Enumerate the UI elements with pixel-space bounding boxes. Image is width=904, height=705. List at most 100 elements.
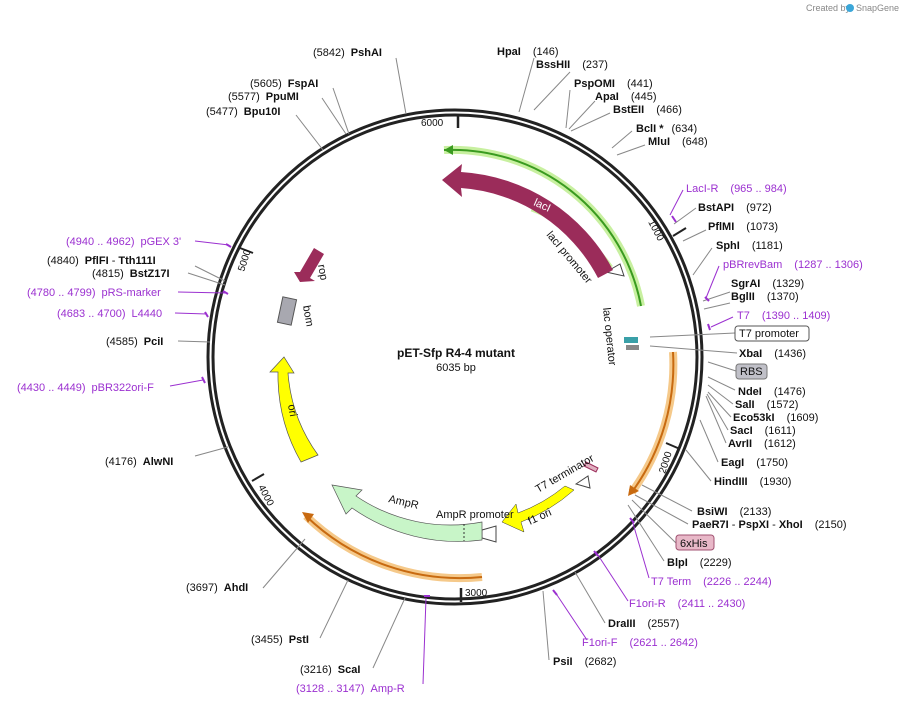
plasmid-size: 6035 bp	[436, 362, 476, 374]
leader-psti	[319, 579, 349, 639]
site-f1ori-f: F1ori-F(2621 .. 2642)	[582, 637, 698, 649]
primer-tick-l4440	[204, 311, 209, 318]
primer-tick-t7	[707, 323, 711, 331]
primer-tick-pbr322	[201, 376, 206, 384]
site-ampr-primer: (3128 .. 3147)Amp-R	[296, 683, 405, 695]
site-sali: SalI(1572)	[735, 399, 798, 411]
leader-draiii	[574, 571, 606, 624]
leader-his	[631, 499, 677, 544]
leader-pflmi	[682, 229, 707, 242]
leader-hpa	[518, 57, 535, 113]
t7-terminator-arrow-icon	[574, 475, 591, 489]
lac-operator-mark	[624, 337, 638, 343]
primer-tick-prs	[222, 290, 229, 295]
primer-tick-t7term	[629, 517, 635, 524]
leader-sphi	[692, 247, 713, 276]
tick-1000	[672, 227, 687, 237]
laci-promoter-arc	[443, 148, 642, 307]
rop-label: rop	[315, 263, 330, 281]
leader-psha	[395, 57, 407, 115]
site-blpi: BlpI(2229)	[667, 557, 732, 569]
leader-paer7i	[634, 494, 689, 525]
leader-eco53ki	[707, 391, 732, 418]
site-laci-r: LacI-R(965 .. 984)	[686, 183, 787, 195]
leader-pbr322	[169, 379, 204, 387]
site-apai: ApaI(445)	[595, 91, 657, 103]
site-scai: (3216)ScaI	[300, 664, 360, 676]
primer-tick-laci-r	[671, 215, 677, 223]
leader-t7promoter	[649, 332, 736, 338]
site-psha: (5842)PshAI	[313, 47, 382, 59]
orange-region-left-arrowhead	[302, 512, 314, 523]
site-bstapi: BstAPI(972)	[698, 202, 772, 214]
lac-operator-mark-2	[626, 345, 639, 350]
leader-psii	[542, 590, 550, 661]
leader-f1ori-r	[595, 551, 629, 602]
rop-arrow	[294, 248, 324, 282]
t7-promoter-box-label: T7 promoter	[739, 328, 799, 340]
tick-2000	[665, 442, 681, 450]
ampr-promoter-label: AmpR promoter	[436, 509, 514, 521]
site-draiii: DraIII(2557)	[608, 618, 679, 630]
site-pflmi: PflMI(1073)	[708, 221, 778, 233]
site-pcii: (4585)PciI	[106, 336, 163, 348]
site-ppumi: (5577)PpuMI	[228, 91, 299, 103]
primer-tick-f1ori-r	[593, 550, 599, 557]
leader-ahdi	[262, 538, 306, 589]
laci-promoter-arrow-icon	[604, 263, 625, 277]
rbs-box	[735, 363, 768, 380]
leader-l4440	[174, 312, 208, 315]
site-bsteii: BstEII(466)	[613, 104, 682, 116]
orange-region-left-arc	[305, 515, 483, 580]
his-box-label: 6xHis	[680, 538, 708, 550]
ampr-label: AmpR	[387, 493, 420, 512]
leader-pspomi	[565, 89, 571, 129]
created-by-text: Created by	[806, 3, 851, 13]
site-pbr322: (4430 .. 4449)pBR322ori-F	[17, 382, 154, 394]
site-saci: SacI(1611)	[730, 425, 796, 437]
bom-label: bom	[300, 304, 316, 327]
leader-xbai	[649, 345, 738, 354]
site-f1ori-r: F1ori-R(2411 .. 2430)	[629, 598, 745, 610]
primer-tick-f1ori-f	[552, 589, 558, 596]
leader-fspai	[332, 87, 350, 135]
backbone-inner	[211, 113, 699, 601]
ampr-promoter-arrow-icon	[481, 525, 497, 543]
site-fspai: (5605)FspAI	[250, 78, 318, 90]
site-psti: (3455)PstI	[251, 634, 309, 646]
leader-blpi	[627, 504, 665, 562]
leader-scai	[372, 597, 406, 669]
leader-rbs	[707, 361, 737, 372]
ori-arrow	[269, 356, 319, 463]
lac-operator-label: lac operator	[600, 307, 618, 366]
site-prs: (4780 .. 4799)pRS-marker	[27, 287, 161, 299]
f1-ori-arrow	[501, 485, 575, 533]
primer-leader-lines	[169, 189, 734, 685]
tick-label-5000: 5000	[236, 248, 253, 273]
site-paer7i: PaeR7I - PspXI - XhoI(2150)	[692, 519, 846, 531]
leader-t7	[710, 316, 734, 328]
leader-bsteii	[570, 112, 611, 132]
site-xbai: XbaI(1436)	[739, 348, 806, 360]
leader-bglii	[703, 302, 731, 310]
t7-promoter-box	[734, 325, 810, 342]
site-bglii: BglII(1370)	[731, 291, 799, 303]
site-psii: PsiI(2682)	[553, 656, 616, 668]
site-hpa: HpaI(146)	[497, 46, 559, 58]
primer-tick-pgex3	[225, 243, 232, 248]
leader-bstapi	[673, 207, 697, 225]
site-pspomi: PspOMI(441)	[574, 78, 653, 90]
site-alwni: (4176)AlwNI	[105, 456, 173, 468]
leader-pbrrevbam	[705, 265, 720, 299]
leader-bpu10i	[295, 114, 324, 151]
site-pbrrevbam: pBRrevBam(1287 .. 1306)	[723, 259, 863, 271]
laci-promoter-arrowhead	[444, 145, 453, 155]
site-hindiii: HindIII(1930)	[714, 476, 791, 488]
tick-5000	[239, 247, 254, 254]
site-sgrai: SgrAI(1329)	[731, 278, 804, 290]
ori-label: ori	[285, 403, 299, 417]
orange-region-right-arrowhead	[628, 485, 639, 496]
leader-alwni	[194, 446, 229, 457]
his-box	[675, 534, 715, 551]
